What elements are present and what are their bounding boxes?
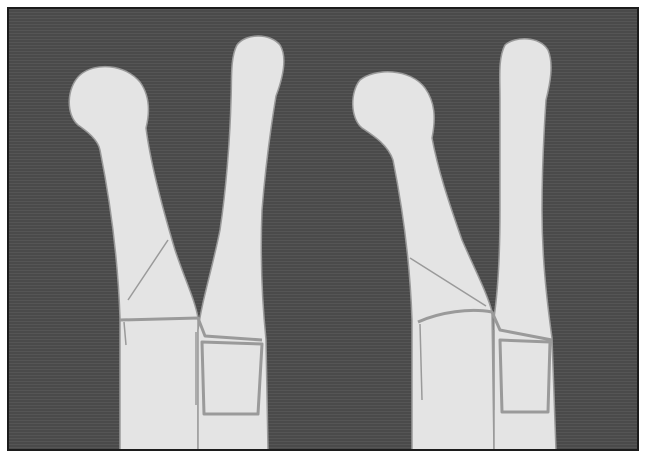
- bone-illustration: [0, 0, 645, 451]
- figure-frame: [0, 0, 645, 451]
